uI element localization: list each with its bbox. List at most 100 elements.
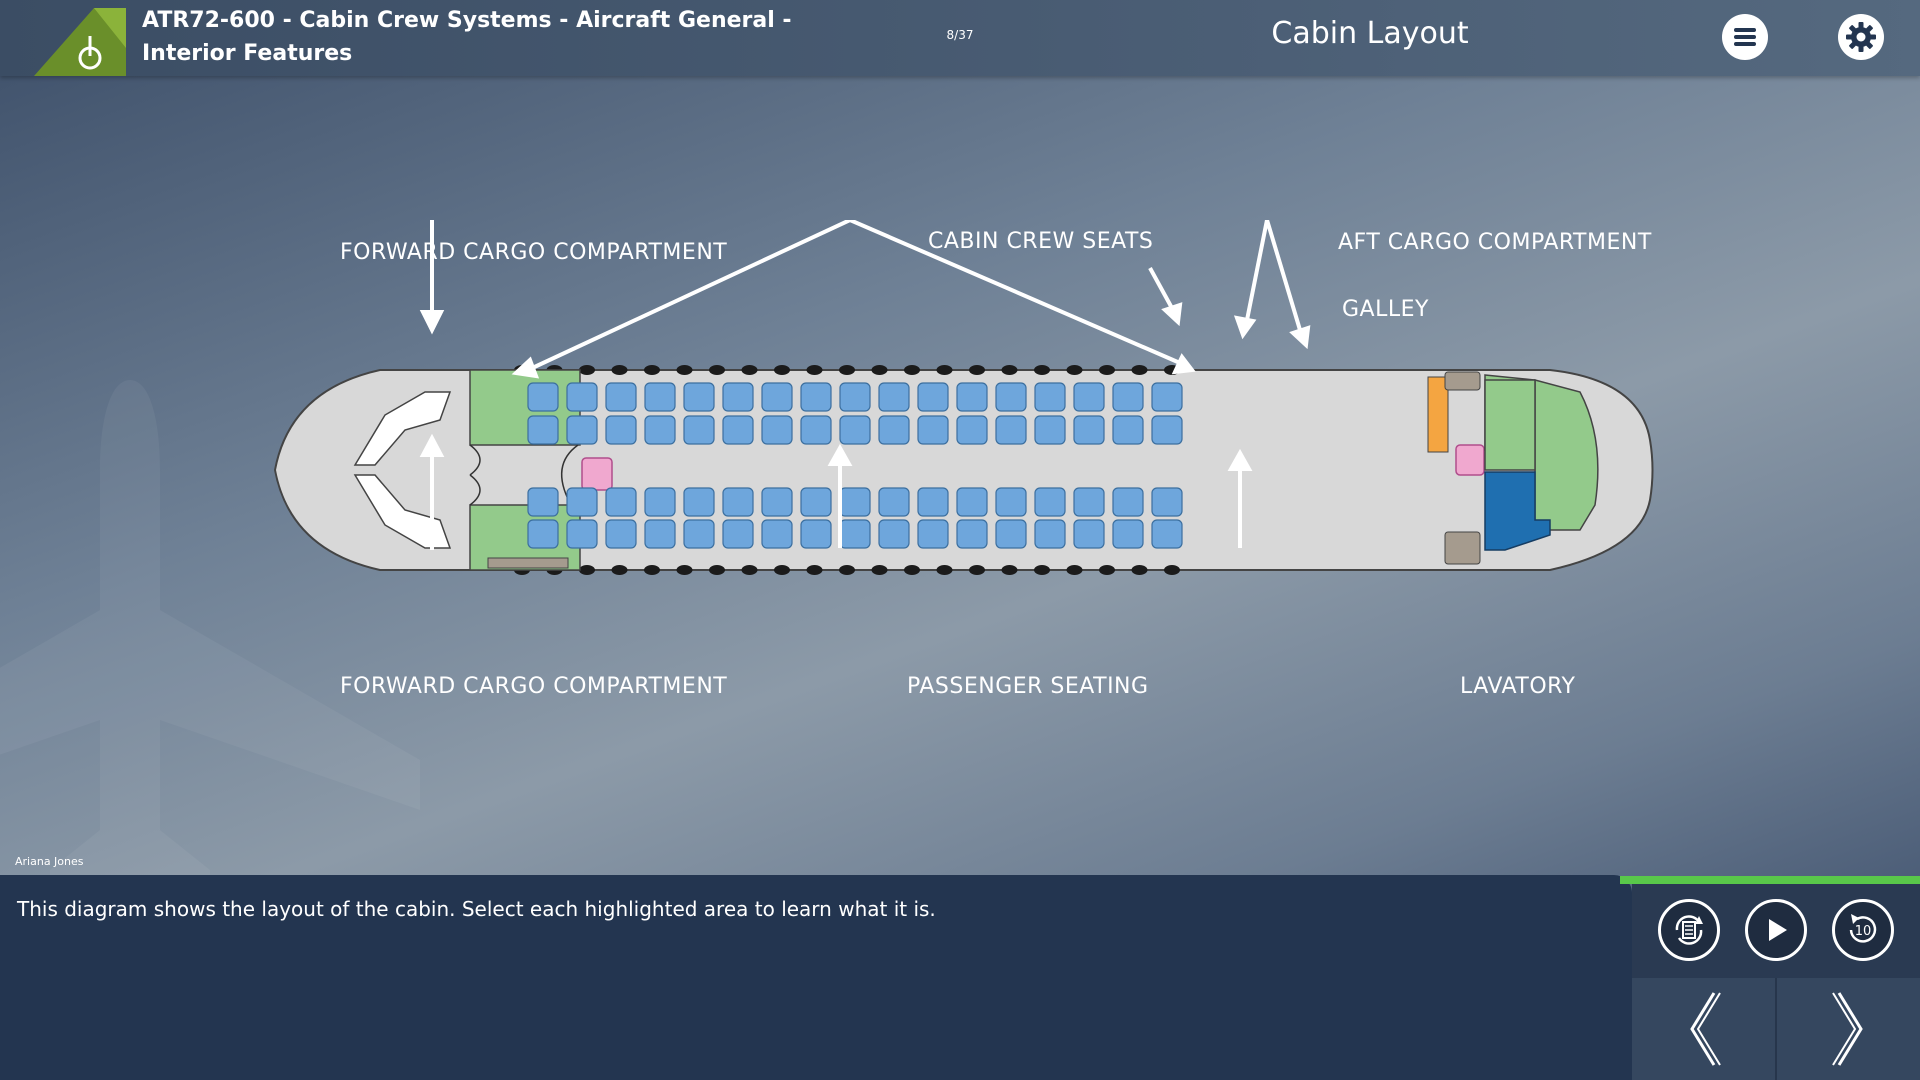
passenger-seat[interactable]	[1112, 382, 1144, 412]
passenger-seat[interactable]	[995, 382, 1027, 412]
passenger-seat[interactable]	[917, 487, 949, 517]
passenger-seat[interactable]	[800, 382, 832, 412]
passenger-seat[interactable]	[1034, 487, 1066, 517]
menu-icon	[1734, 28, 1756, 46]
replay-10-button[interactable]: 10	[1832, 899, 1894, 961]
passenger-seat[interactable]	[956, 382, 988, 412]
passenger-seat[interactable]	[683, 519, 715, 549]
transcript-button[interactable]	[1658, 899, 1720, 961]
passenger-seat[interactable]	[995, 415, 1027, 445]
passenger-seat[interactable]	[527, 382, 559, 412]
passenger-seat[interactable]	[995, 487, 1027, 517]
passenger-seat[interactable]	[683, 415, 715, 445]
passenger-seat[interactable]	[956, 519, 988, 549]
passenger-seat[interactable]	[566, 519, 598, 549]
aft-crew-seat[interactable]	[1455, 444, 1485, 476]
aft-stowage-bottom	[1444, 531, 1481, 565]
menu-button[interactable]	[1722, 14, 1768, 60]
passenger-seat[interactable]	[605, 487, 637, 517]
window	[741, 365, 758, 375]
passenger-seat[interactable]	[1112, 487, 1144, 517]
course-title: ATR72-600 - Cabin Crew Systems - Aircraf…	[142, 8, 792, 66]
forward-crew-seat[interactable]	[581, 457, 613, 491]
passenger-seat[interactable]	[761, 519, 793, 549]
passenger-seat[interactable]	[566, 382, 598, 412]
passenger-seat[interactable]	[644, 415, 676, 445]
passenger-seat[interactable]	[917, 519, 949, 549]
passenger-seat[interactable]	[761, 415, 793, 445]
settings-button[interactable]	[1838, 14, 1884, 60]
passenger-seat[interactable]	[839, 487, 871, 517]
passenger-seat[interactable]	[878, 415, 910, 445]
passenger-seat[interactable]	[1151, 382, 1183, 412]
window	[1001, 565, 1018, 575]
next-button[interactable]	[1777, 978, 1920, 1080]
passenger-seat[interactable]	[722, 415, 754, 445]
passenger-seat[interactable]	[722, 519, 754, 549]
passenger-seat[interactable]	[1034, 415, 1066, 445]
passenger-seat[interactable]	[1073, 415, 1105, 445]
forward-cargo-top-area[interactable]	[469, 369, 581, 446]
window	[839, 565, 855, 575]
passenger-seat[interactable]	[1151, 519, 1183, 549]
passenger-seat[interactable]	[1112, 415, 1144, 445]
passenger-seat[interactable]	[683, 382, 715, 412]
passenger-seat[interactable]	[956, 487, 988, 517]
passenger-seat[interactable]	[1073, 519, 1105, 549]
passenger-seat[interactable]	[605, 415, 637, 445]
play-button[interactable]	[1745, 899, 1807, 961]
passenger-seats[interactable]	[527, 382, 1183, 549]
replay-10-icon: 10	[1849, 914, 1877, 943]
passenger-seat[interactable]	[527, 487, 559, 517]
passenger-seat[interactable]	[761, 382, 793, 412]
passenger-seat[interactable]	[527, 519, 559, 549]
window	[676, 565, 693, 575]
cockpit	[353, 391, 452, 549]
previous-button[interactable]	[1632, 978, 1775, 1080]
passenger-seat[interactable]	[878, 487, 910, 517]
passenger-seat[interactable]	[800, 519, 832, 549]
passenger-seat[interactable]	[917, 415, 949, 445]
passenger-seat[interactable]	[566, 487, 598, 517]
passenger-seat[interactable]	[644, 519, 676, 549]
passenger-seat[interactable]	[878, 519, 910, 549]
passenger-seat[interactable]	[644, 487, 676, 517]
passenger-seat[interactable]	[527, 415, 559, 445]
galley-area[interactable]	[1427, 376, 1449, 453]
aft-cargo-left[interactable]	[1484, 379, 1536, 471]
label-passenger-seating: PASSENGER SEATING	[907, 674, 1149, 699]
passenger-seat[interactable]	[605, 519, 637, 549]
window	[1131, 365, 1148, 375]
passenger-seat[interactable]	[683, 487, 715, 517]
passenger-seat[interactable]	[644, 382, 676, 412]
passenger-seat[interactable]	[839, 519, 871, 549]
passenger-seat[interactable]	[722, 382, 754, 412]
passenger-seat[interactable]	[839, 382, 871, 412]
passenger-seat[interactable]	[839, 415, 871, 445]
passenger-seat[interactable]	[878, 382, 910, 412]
passenger-seat[interactable]	[566, 415, 598, 445]
passenger-seat[interactable]	[1073, 382, 1105, 412]
passenger-seat[interactable]	[605, 382, 637, 412]
passenger-seat[interactable]	[761, 487, 793, 517]
passenger-seat[interactable]	[800, 487, 832, 517]
navigation-area	[1632, 978, 1920, 1080]
passenger-seat[interactable]	[1151, 415, 1183, 445]
lavatory-area[interactable]	[1484, 471, 1551, 551]
progress-fill	[1620, 876, 1920, 884]
passenger-seat[interactable]	[956, 415, 988, 445]
passenger-seat[interactable]	[800, 415, 832, 445]
passenger-seat[interactable]	[1112, 519, 1144, 549]
passenger-seat[interactable]	[1034, 519, 1066, 549]
passenger-seat[interactable]	[1151, 487, 1183, 517]
passenger-seat[interactable]	[1034, 382, 1066, 412]
window	[904, 365, 920, 375]
passenger-seat[interactable]	[995, 519, 1027, 549]
passenger-seat[interactable]	[917, 382, 949, 412]
cabin-diagram	[260, 218, 1660, 720]
window	[936, 365, 953, 375]
passenger-seat[interactable]	[722, 487, 754, 517]
window	[1066, 565, 1083, 575]
passenger-seat[interactable]	[1073, 487, 1105, 517]
callout-arrows	[419, 218, 1311, 550]
